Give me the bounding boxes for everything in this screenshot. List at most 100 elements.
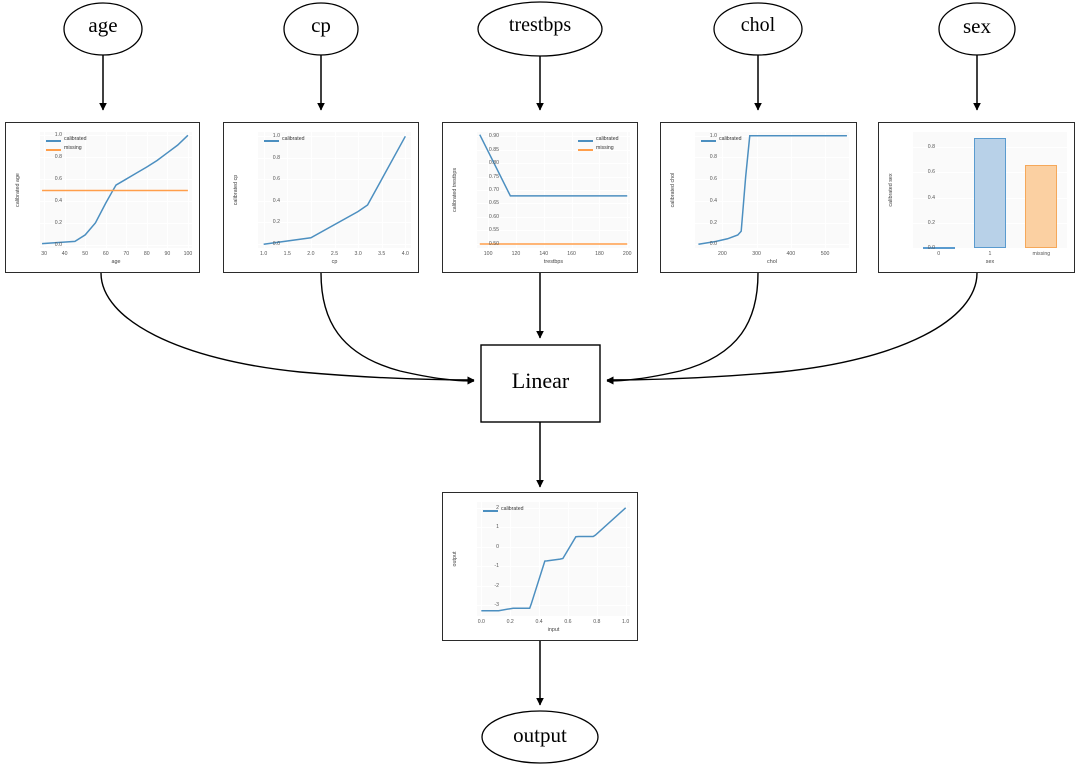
gridline-v [515,132,517,248]
gridline-h [695,157,849,159]
y-tick-label: -1 [494,563,499,570]
y-tick-label: 0.0 [272,240,280,247]
x-tick-label: missing [1032,251,1051,257]
legend-label-calibrated: calibrated [282,136,305,142]
gridline-h [477,507,630,509]
legend-swatch-missing [46,149,61,152]
gridline-v [481,502,483,616]
plot-area-trestbps [477,132,630,248]
series-layer [42,134,189,245]
y-axis-label: calibrated chol [670,172,676,208]
legend-label-calibrated: calibrated [719,136,742,142]
y-tick-label: 0.55 [488,227,499,234]
node-linear [480,344,601,423]
y-tick-label: 0.8 [927,144,935,151]
node-chol-label: chol [740,14,776,36]
y-tick-label: 0.4 [927,194,935,201]
edge-agechart-to-linear [100,272,475,384]
node-output [481,710,599,764]
legend-swatch-missing [578,149,593,152]
gridline-h [477,605,630,607]
x-axis-label: sex [985,259,995,265]
y-tick-label: 0.8 [272,154,280,161]
x-tick-label: 200 [718,251,727,257]
plot-area-sex [913,132,1067,249]
series-line-calibrated [263,135,406,245]
x-tick-label: 0.4 [535,619,543,625]
gridline-h [477,136,630,138]
x-tick-label: 80 [143,251,150,257]
y-axis-label: calibrated age [15,173,21,207]
edge-cholchart-to-linear [606,272,759,385]
node-cp-label: cp [311,13,331,37]
x-tick-label: 60 [102,251,109,257]
edge-cpchart-to-linear [320,272,475,385]
x-tick-label: 0.8 [593,619,601,625]
x-tick-label: 1 [988,251,992,257]
bar-1 [974,138,1006,248]
x-tick-label: 1.0 [260,251,268,257]
gridline-h [477,527,630,529]
gridline-h [695,200,849,202]
gridline-v [381,132,383,248]
x-tick-label: 0 [937,251,941,257]
series-layer [698,135,847,245]
gridline-h [40,244,192,246]
x-tick-label: 300 [752,251,761,257]
y-tick-label: 0.6 [927,169,935,176]
gridline-h [695,179,849,181]
gridline-v [488,132,490,248]
gridline-v [825,132,827,248]
x-tick-label: 30 [41,251,47,257]
gridline-v [571,132,573,248]
x-tick-label: 90 [164,251,171,257]
x-tick-label: 100 [183,251,193,257]
legend-label-calibrated: calibrated [64,136,87,142]
x-axis-label: trestbps [543,259,564,265]
gridline-h [477,149,630,151]
y-axis-label: calibrated sex [888,173,894,207]
y-tick-label: 0.90 [488,133,499,140]
x-tick-label: 400 [786,251,796,257]
gridline-v [405,132,407,248]
series-layer [481,507,627,612]
y-tick-label: 0.75 [488,173,499,180]
gridline-v [358,132,360,248]
y-tick-label: 2 [496,504,499,511]
gridline-v [187,132,189,248]
series-line-calibrated [42,134,189,245]
gridline-v [596,502,598,616]
gridline-h [477,585,630,587]
gridline-v [790,132,792,248]
gridline-h [477,203,630,205]
x-tick-label: 500 [820,251,830,257]
y-tick-label: 0.8 [54,154,62,161]
bar-missing [1025,164,1058,248]
y-tick-label: 0.6 [272,176,280,183]
gridline-h [40,157,192,159]
legend-label-calibrated: calibrated [501,506,524,512]
gridline-v [627,132,629,248]
gridline-v [310,132,312,248]
x-tick-label: 0.2 [506,619,514,625]
y-axis-label: output [452,551,458,567]
gridline-h [40,135,192,137]
node-output-label: output [513,723,567,747]
x-tick-label: 4.0 [401,251,409,257]
x-tick-label: 70 [123,251,130,257]
gridline-h [477,566,630,568]
gridline-h [40,222,192,224]
y-tick-label: 1.0 [54,132,62,139]
gridline-v [334,132,336,248]
y-tick-label: 0.0 [927,245,935,251]
series-layer [479,134,628,245]
x-tick-label: 50 [82,251,89,257]
series-line-calibrated [481,507,627,612]
y-tick-label: 1.0 [709,132,717,139]
x-tick-label: 0.0 [477,619,485,625]
x-tick-label: 3.5 [378,251,386,257]
y-tick-label: -2 [494,582,499,589]
